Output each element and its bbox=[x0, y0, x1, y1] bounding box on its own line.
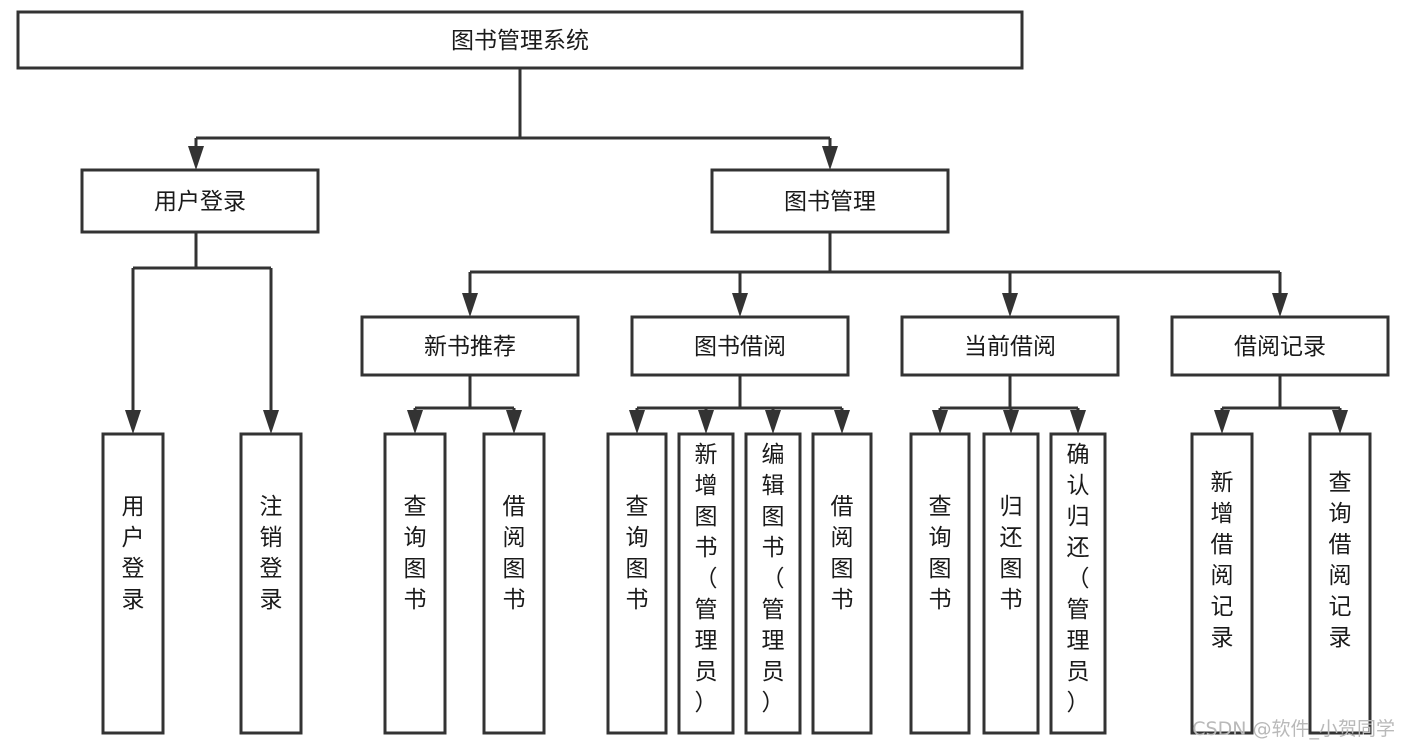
arrow-head-book-mgmt bbox=[822, 146, 838, 170]
arrow-head-book-borrow bbox=[732, 293, 748, 317]
node-new-book-rec-label: 新书推荐 bbox=[424, 334, 516, 360]
node-leaf-query-book-1[interactable]: 查询图书 bbox=[383, 432, 447, 735]
connector-book-borrow-split bbox=[635, 375, 844, 418]
node-leaf-user-login-label: 用户登录 bbox=[122, 494, 145, 613]
node-leaf-edit-book-box[interactable] bbox=[744, 432, 802, 735]
node-leaf-borrow-book-1[interactable]: 借阅图书 bbox=[482, 432, 546, 735]
node-leaf-borrow-book-2[interactable]: 借阅图书 bbox=[811, 432, 873, 735]
arrow-head-leaf-borrow-book-2 bbox=[834, 410, 850, 434]
node-current-borrow-box[interactable] bbox=[900, 315, 1120, 377]
node-leaf-query-book-2-box[interactable] bbox=[606, 432, 668, 735]
node-leaf-query-record[interactable]: 查询借阅记录 bbox=[1308, 432, 1372, 735]
node-leaf-user-login-box[interactable] bbox=[101, 432, 165, 735]
node-leaf-borrow-book-1-box[interactable] bbox=[482, 432, 546, 735]
node-root-box[interactable] bbox=[16, 10, 1024, 70]
arrow-head-leaf-user-login bbox=[125, 410, 141, 434]
node-leaf-query-book-1-label: 查询图书 bbox=[404, 494, 427, 613]
node-leaf-query-record-box[interactable] bbox=[1308, 432, 1372, 735]
node-leaf-add-book[interactable]: 新增图书（管理员） bbox=[677, 432, 735, 735]
node-user-login-label: 用户登录 bbox=[154, 189, 246, 215]
node-borrow-record[interactable]: 借阅记录 bbox=[1170, 315, 1390, 377]
arrow-head-leaf-query-book-3 bbox=[932, 410, 948, 434]
connector-group-root-to-level2 bbox=[188, 68, 838, 170]
node-leaf-query-book-3-box[interactable] bbox=[909, 432, 971, 735]
connector-group-borrow-record-children bbox=[1214, 375, 1348, 434]
node-leaf-query-book-2[interactable]: 查询图书 bbox=[606, 432, 668, 735]
arrow-head-borrow-record bbox=[1272, 293, 1288, 317]
node-leaf-query-book-3-label: 查询图书 bbox=[929, 494, 952, 613]
node-leaf-logout-label: 注销登录 bbox=[260, 494, 283, 613]
node-leaf-confirm-return-label: 确认归还（管理员） bbox=[1067, 442, 1090, 716]
arrow-head-leaf-logout bbox=[263, 410, 279, 434]
connector-group-book-mgmt-children bbox=[462, 232, 1288, 317]
arrow-head-leaf-add-book bbox=[698, 410, 714, 434]
arrow-head-leaf-return-book bbox=[1003, 410, 1019, 434]
node-leaf-edit-book[interactable]: 编辑图书（管理员） bbox=[744, 432, 802, 735]
arrow-head-new-book-rec bbox=[462, 293, 478, 317]
connector-new-book-rec-split bbox=[413, 375, 516, 418]
node-user-login[interactable]: 用户登录 bbox=[80, 168, 320, 234]
connector-group-current-borrow-children bbox=[932, 375, 1086, 434]
arrow-head-leaf-borrow-book-1 bbox=[506, 410, 522, 434]
connector-group-new-book-rec-children bbox=[407, 375, 522, 434]
arrow-head-leaf-query-book-1 bbox=[407, 410, 423, 434]
node-leaf-return-book-label: 归还图书 bbox=[1000, 494, 1023, 613]
node-borrow-record-label: 借阅记录 bbox=[1234, 334, 1326, 360]
node-leaf-query-book-3[interactable]: 查询图书 bbox=[909, 432, 971, 735]
node-leaf-query-book-1-box[interactable] bbox=[383, 432, 447, 735]
connector-user-login-split bbox=[131, 232, 273, 418]
node-leaf-return-book[interactable]: 归还图书 bbox=[982, 432, 1040, 735]
node-leaf-query-book-2-label: 查询图书 bbox=[626, 494, 649, 613]
node-book-borrow-label: 图书借阅 bbox=[694, 334, 786, 360]
node-leaf-add-book-box[interactable] bbox=[677, 432, 735, 735]
connector-borrow-record-split bbox=[1220, 375, 1342, 418]
node-leaf-logout[interactable]: 注销登录 bbox=[239, 432, 303, 735]
arrow-head-user-login bbox=[188, 146, 204, 170]
node-leaf-confirm-return-box[interactable] bbox=[1049, 432, 1107, 735]
connector-book-mgmt-split bbox=[468, 232, 1282, 300]
node-book-mgmt-label: 图书管理 bbox=[784, 189, 876, 215]
node-book-borrow-box[interactable] bbox=[630, 315, 850, 377]
node-leaf-add-record-box[interactable] bbox=[1190, 432, 1254, 735]
arrow-head-leaf-add-record bbox=[1214, 410, 1230, 434]
node-leaf-borrow-book-2-box[interactable] bbox=[811, 432, 873, 735]
node-book-mgmt[interactable]: 图书管理 bbox=[710, 168, 950, 234]
node-leaf-logout-box[interactable] bbox=[239, 432, 303, 735]
node-leaf-add-record[interactable]: 新增借阅记录 bbox=[1190, 432, 1254, 735]
node-leaf-return-book-box[interactable] bbox=[982, 432, 1040, 735]
node-leaf-borrow-book-2-label: 借阅图书 bbox=[831, 494, 854, 613]
node-leaf-edit-book-label: 编辑图书（管理员） bbox=[762, 442, 785, 716]
node-leaf-query-record-label: 查询借阅记录 bbox=[1329, 470, 1352, 651]
node-borrow-record-box[interactable] bbox=[1170, 315, 1390, 377]
connector-group-user-login-children bbox=[125, 232, 279, 434]
node-book-borrow[interactable]: 图书借阅 bbox=[630, 315, 850, 377]
node-current-borrow-label: 当前借阅 bbox=[964, 334, 1056, 360]
node-new-book-rec[interactable]: 新书推荐 bbox=[360, 315, 580, 377]
arrow-head-leaf-query-record bbox=[1332, 410, 1348, 434]
arrow-head-leaf-confirm-return bbox=[1070, 410, 1086, 434]
connector-group-book-borrow-children bbox=[629, 375, 850, 434]
node-leaf-add-book-label: 新增图书（管理员） bbox=[695, 442, 718, 716]
node-leaf-add-record-label: 新增借阅记录 bbox=[1211, 470, 1234, 651]
node-root-label: 图书管理系统 bbox=[451, 28, 589, 54]
node-book-mgmt-box[interactable] bbox=[710, 168, 950, 234]
node-user-login-box[interactable] bbox=[80, 168, 320, 234]
node-new-book-rec-box[interactable] bbox=[360, 315, 580, 377]
node-leaf-confirm-return[interactable]: 确认归还（管理员） bbox=[1049, 432, 1107, 735]
arrow-head-current-borrow bbox=[1002, 293, 1018, 317]
arrow-head-leaf-query-book-2 bbox=[629, 410, 645, 434]
node-leaf-user-login[interactable]: 用户登录 bbox=[101, 432, 165, 735]
node-leaf-borrow-book-1-label: 借阅图书 bbox=[503, 494, 526, 613]
arrow-head-leaf-edit-book bbox=[765, 410, 781, 434]
node-current-borrow[interactable]: 当前借阅 bbox=[900, 315, 1120, 377]
connector-root-split bbox=[194, 68, 832, 152]
node-root[interactable]: 图书管理系统 bbox=[16, 10, 1024, 70]
